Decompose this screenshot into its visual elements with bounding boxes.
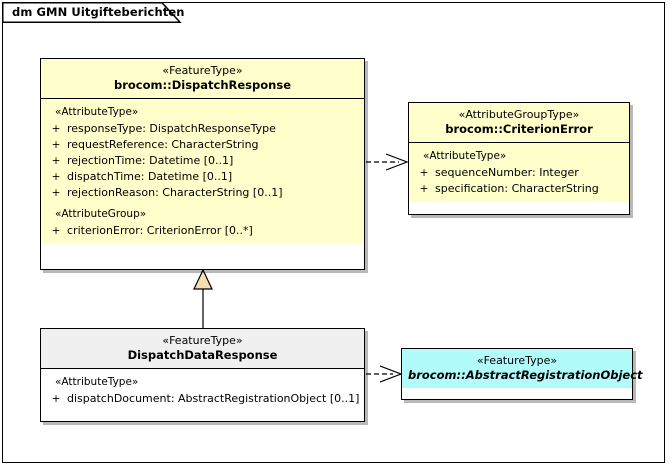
attribute-visibility: + — [419, 183, 429, 195]
class-header-dispatch-response: «FeatureType» brocom::DispatchResponse — [41, 59, 364, 99]
diagram-title: dm GMN Uitgifteberichten — [12, 5, 185, 19]
class-stereotype: «FeatureType» — [476, 354, 558, 367]
class-name: DispatchDataResponse — [127, 348, 278, 362]
attribute-visibility: + — [51, 171, 61, 183]
attribute-visibility: + — [419, 167, 429, 179]
attribute-visibility: + — [51, 155, 61, 167]
class-abstract-registration-object[interactable]: «FeatureType» brocom::AbstractRegistrati… — [401, 348, 643, 400]
attribute-text: rejectionReason: CharacterString [0..1] — [67, 186, 283, 199]
compartment-group-label: «AttributeType» — [55, 376, 139, 388]
class-name: brocom::AbstractRegistrationObject — [408, 368, 643, 382]
attribute-row[interactable]: + dispatchTime: Datetime [0..1] — [45, 169, 360, 185]
class-body-dispatch-data-response: «AttributeType» + dispatchDocument: Abst… — [41, 369, 364, 412]
attribute-text: dispatchTime: Datetime [0..1] — [67, 170, 233, 183]
attribute-row[interactable]: + sequenceNumber: Integer — [413, 165, 625, 181]
class-name: brocom::CriterionError — [445, 122, 593, 136]
class-stereotype: «FeatureType» — [162, 334, 243, 347]
attribute-row[interactable]: + criterionError: CriterionError [0..*] — [45, 223, 360, 239]
class-header-dispatch-data-response: «FeatureType» DispatchDataResponse — [41, 329, 364, 369]
attribute-visibility: + — [51, 187, 61, 199]
class-body-dispatch-response: «AttributeType» + responseType: Dispatch… — [41, 99, 364, 244]
attribute-row[interactable]: + responseType: DispatchResponseType — [45, 121, 360, 137]
attribute-text: rejectionTime: Datetime [0..1] — [67, 154, 234, 167]
compartment-group-label: «AttributeType» — [423, 150, 507, 162]
title-tab-shape — [2, 2, 182, 23]
attribute-text: sequenceNumber: Integer — [435, 166, 579, 179]
attribute-visibility: + — [51, 123, 61, 135]
attribute-row[interactable]: + rejectionReason: CharacterString [0..1… — [45, 185, 360, 201]
class-name: brocom::DispatchResponse — [114, 78, 291, 92]
class-header-criterion-error: «AttributeGroupType» brocom::CriterionEr… — [409, 103, 629, 143]
class-body-criterion-error: «AttributeType» + sequenceNumber: Intege… — [409, 143, 629, 202]
attribute-text: responseType: DispatchResponseType — [67, 122, 276, 135]
attribute-text: dispatchDocument: AbstractRegistrationOb… — [67, 392, 360, 405]
class-header-abstract-registration-object: «FeatureType» brocom::AbstractRegistrati… — [402, 349, 643, 388]
attribute-text: requestReference: CharacterString — [67, 138, 259, 151]
attribute-row[interactable]: + rejectionTime: Datetime [0..1] — [45, 153, 360, 169]
attribute-text: specification: CharacterString — [435, 182, 599, 195]
compartment-group-label: «AttributeType» — [55, 106, 139, 118]
class-criterion-error[interactable]: «AttributeGroupType» brocom::CriterionEr… — [408, 102, 630, 215]
class-stereotype: «FeatureType» — [162, 64, 243, 77]
class-dispatch-response[interactable]: «FeatureType» brocom::DispatchResponse «… — [40, 58, 365, 270]
compartment-group-label: «AttributeGroup» — [55, 208, 147, 220]
attribute-visibility: + — [51, 225, 61, 237]
attribute-row[interactable]: + requestReference: CharacterString — [45, 137, 360, 153]
attribute-visibility: + — [51, 139, 61, 151]
class-dispatch-data-response[interactable]: «FeatureType» DispatchDataResponse «Attr… — [40, 328, 365, 422]
attribute-row[interactable]: + dispatchDocument: AbstractRegistration… — [45, 391, 360, 407]
class-stereotype: «AttributeGroupType» — [458, 108, 580, 121]
attribute-row[interactable]: + specification: CharacterString — [413, 181, 625, 197]
attribute-visibility: + — [51, 393, 61, 405]
attribute-text: criterionError: CriterionError [0..*] — [67, 224, 253, 237]
